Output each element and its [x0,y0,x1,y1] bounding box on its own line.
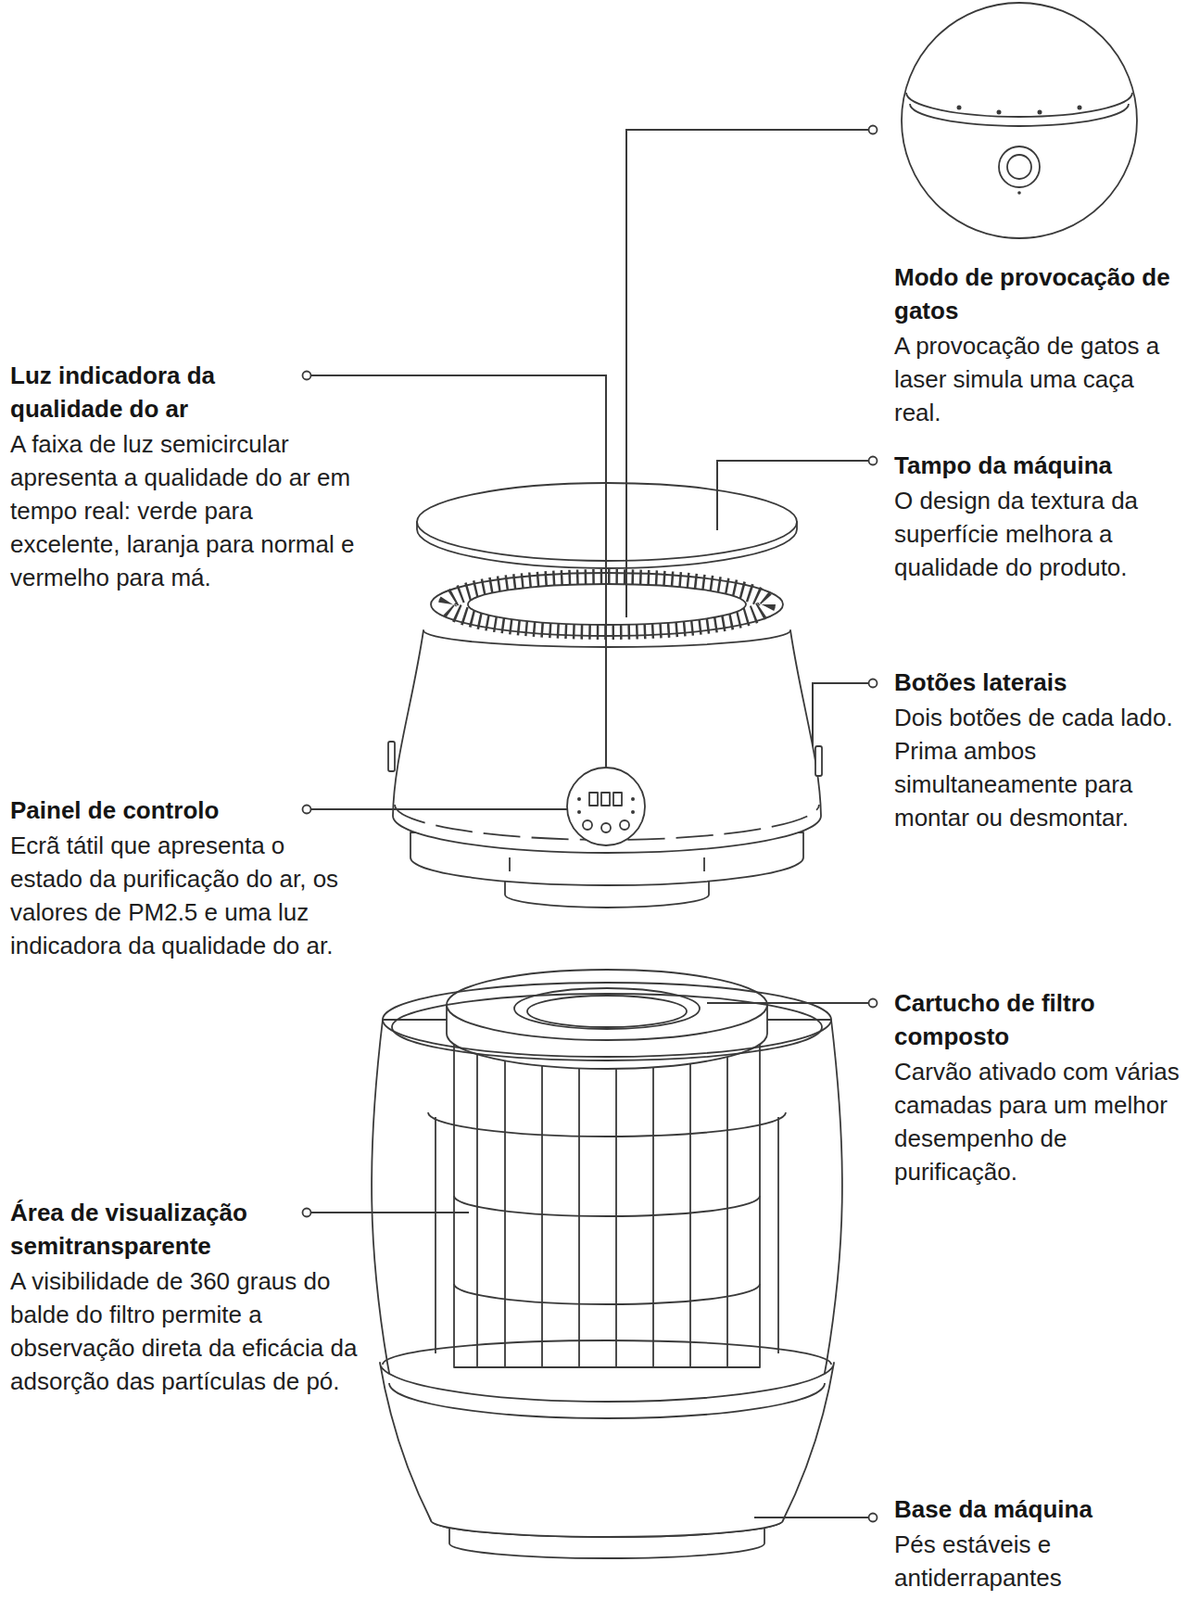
callout-title: Botões laterais [894,665,1182,699]
callout-text: A visibilidade de 360 graus do balde do … [10,1263,363,1398]
callout-title: Cartucho de filtro composto [894,985,1182,1053]
callout-title: Base da máquina [894,1491,1182,1526]
lower-unit [371,969,843,1558]
callout-text: O design da textura da superfície melhor… [894,483,1182,584]
callout-title: Área de visualização semitransparente [10,1195,293,1263]
callout-title: Luz indicadora da qualidade do ar [10,358,293,426]
leader-lines [310,129,870,1517]
control-panel [567,767,645,846]
callout-text: Pés estáveis e antiderrapantes [894,1527,1182,1594]
callout-text: Dois botões de cada lado. Prima ambos si… [894,700,1182,834]
callout-text: A provocação de gatos a laser simula uma… [894,328,1182,430]
callout-text: Ecrã tátil que apresenta o estado da pur… [10,828,363,962]
callout-title: Modo de provocação de gatos [894,260,1182,328]
callout-text: Carvão ativado com várias camadas para u… [894,1054,1182,1188]
leader-dots [303,126,878,1522]
callout-title: Painel de controlo [10,793,293,827]
callout-text: A faixa de luz semicircular apresenta a … [10,427,363,594]
laser-sphere [901,2,1137,239]
callout-title: Tampo da máquina [894,448,1182,482]
